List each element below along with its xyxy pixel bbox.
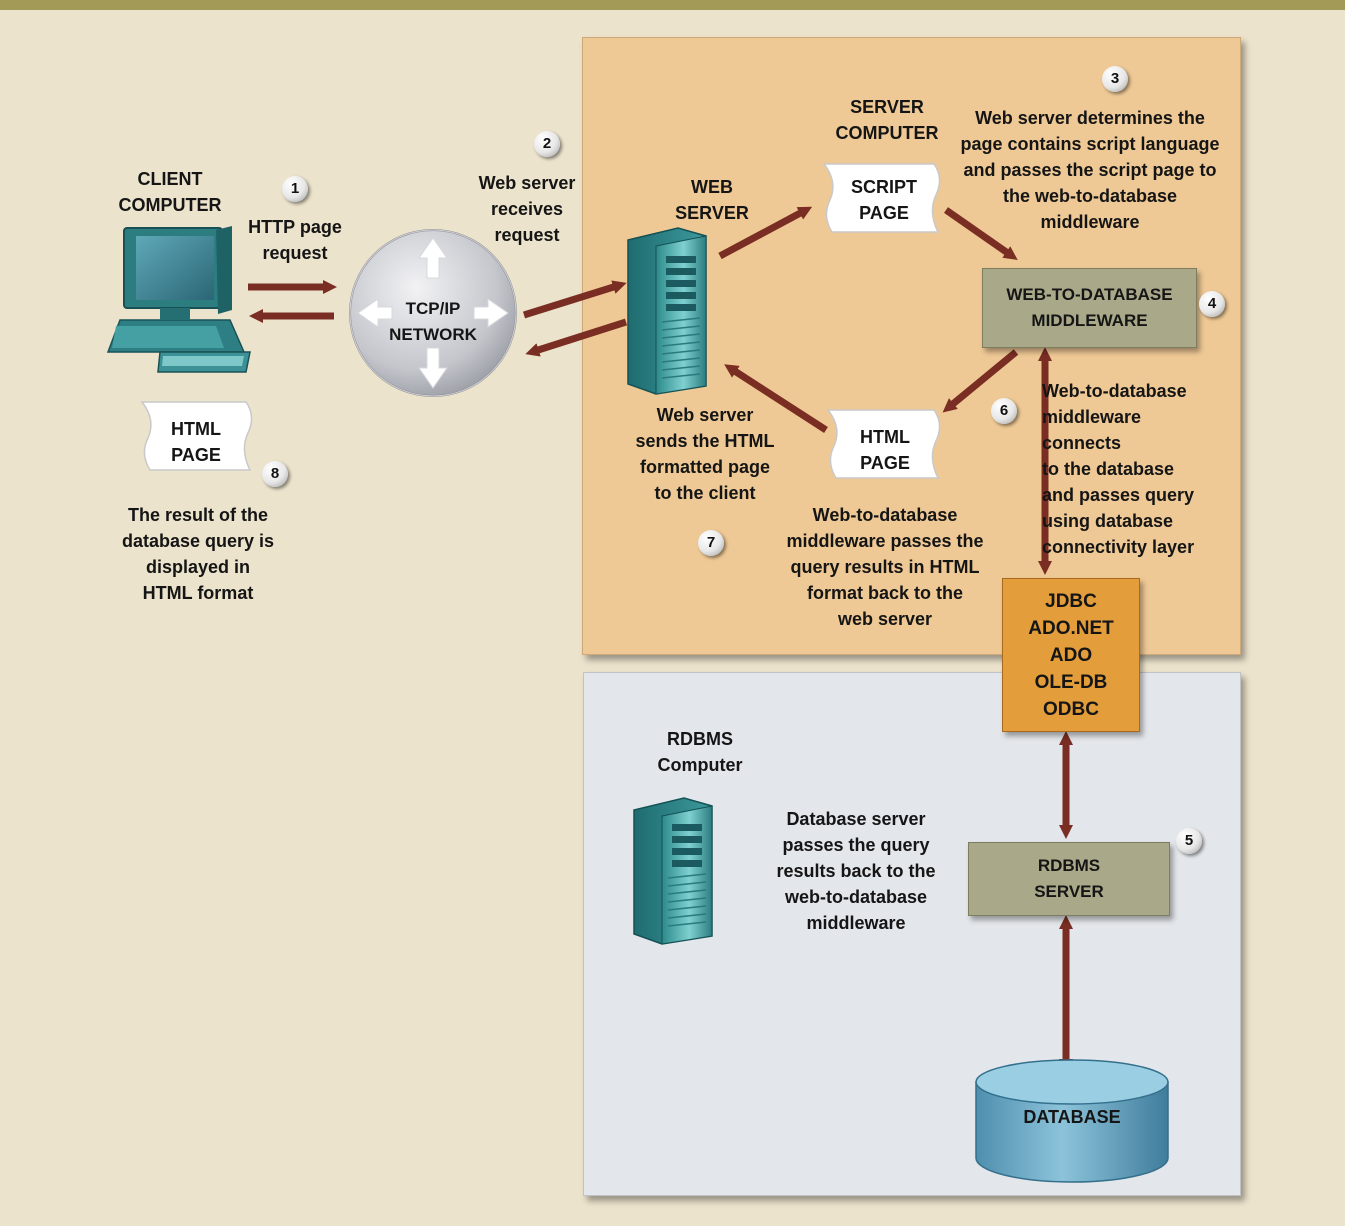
step1-text: HTTP page request	[248, 217, 342, 263]
web-server-tower-icon	[627, 227, 707, 395]
script-page-label: SCRIPT PAGE	[850, 177, 917, 223]
web-server-title: WEB SERVER	[675, 177, 749, 223]
step1-badge: 1	[282, 176, 308, 202]
script-to-middleware-arrow	[943, 207, 1018, 261]
client-computer-icon	[106, 226, 251, 373]
middleware-box: WEB-TO-DATABASE MIDDLEWARE	[982, 268, 1197, 348]
step8-badge: 8	[262, 461, 288, 487]
html-page-client-label: HTML PAGE	[171, 419, 221, 465]
html-page-server-shape	[826, 409, 941, 479]
server-to-script-arrow	[718, 206, 813, 260]
step2-text: Web server receives request	[478, 173, 576, 245]
connectivity-box: JDBC ADO.NET ADO OLE-DB ODBC	[1002, 578, 1140, 732]
script-page-shape	[822, 163, 941, 233]
rdbms-server-box: RDBMS SERVER	[968, 842, 1170, 916]
server-computer-title: SERVER COMPUTER	[835, 97, 939, 143]
step3-badge: 3	[1102, 66, 1128, 92]
top-rule	[0, 0, 1345, 10]
html-page-server-label: HTML PAGE	[860, 427, 910, 473]
database-label: DATABASE	[1023, 1107, 1121, 1127]
network-globe-icon	[349, 229, 517, 397]
rdbms-tower-icon	[633, 797, 713, 945]
rdbms-computer-title: RDBMS Computer	[657, 729, 743, 775]
html-page-client-desc: The result of the database query is disp…	[121, 505, 275, 603]
step2-badge: 2	[534, 131, 560, 157]
step3-text: Web server determines the page contains …	[960, 108, 1220, 232]
html-page-client-shape	[140, 401, 253, 471]
server-to-network-arrow	[525, 318, 628, 357]
html-to-server-arrow	[724, 364, 828, 433]
web-server-sends-text: Web server sends the HTML formatted page…	[635, 405, 775, 503]
middleware-desc: Web-to-database middleware connects to t…	[1042, 381, 1195, 557]
middleware-to-html-arrow	[942, 349, 1019, 413]
step5-badge: 5	[1176, 828, 1202, 854]
step4-badge: 4	[1199, 291, 1225, 317]
html-page-server-desc: Web-to-database middleware passes the qu…	[786, 505, 984, 629]
network-label: TCP/IP NETWORK	[389, 299, 477, 344]
network-to-server-arrow	[522, 280, 627, 319]
step7-badge: 7	[698, 530, 724, 556]
rdbms-desc: Database server passes the query results…	[776, 809, 936, 933]
client-computer-title: CLIENT COMPUTER	[118, 169, 222, 215]
database-cylinder-icon	[975, 1059, 1169, 1183]
step6-badge: 6	[991, 398, 1017, 424]
